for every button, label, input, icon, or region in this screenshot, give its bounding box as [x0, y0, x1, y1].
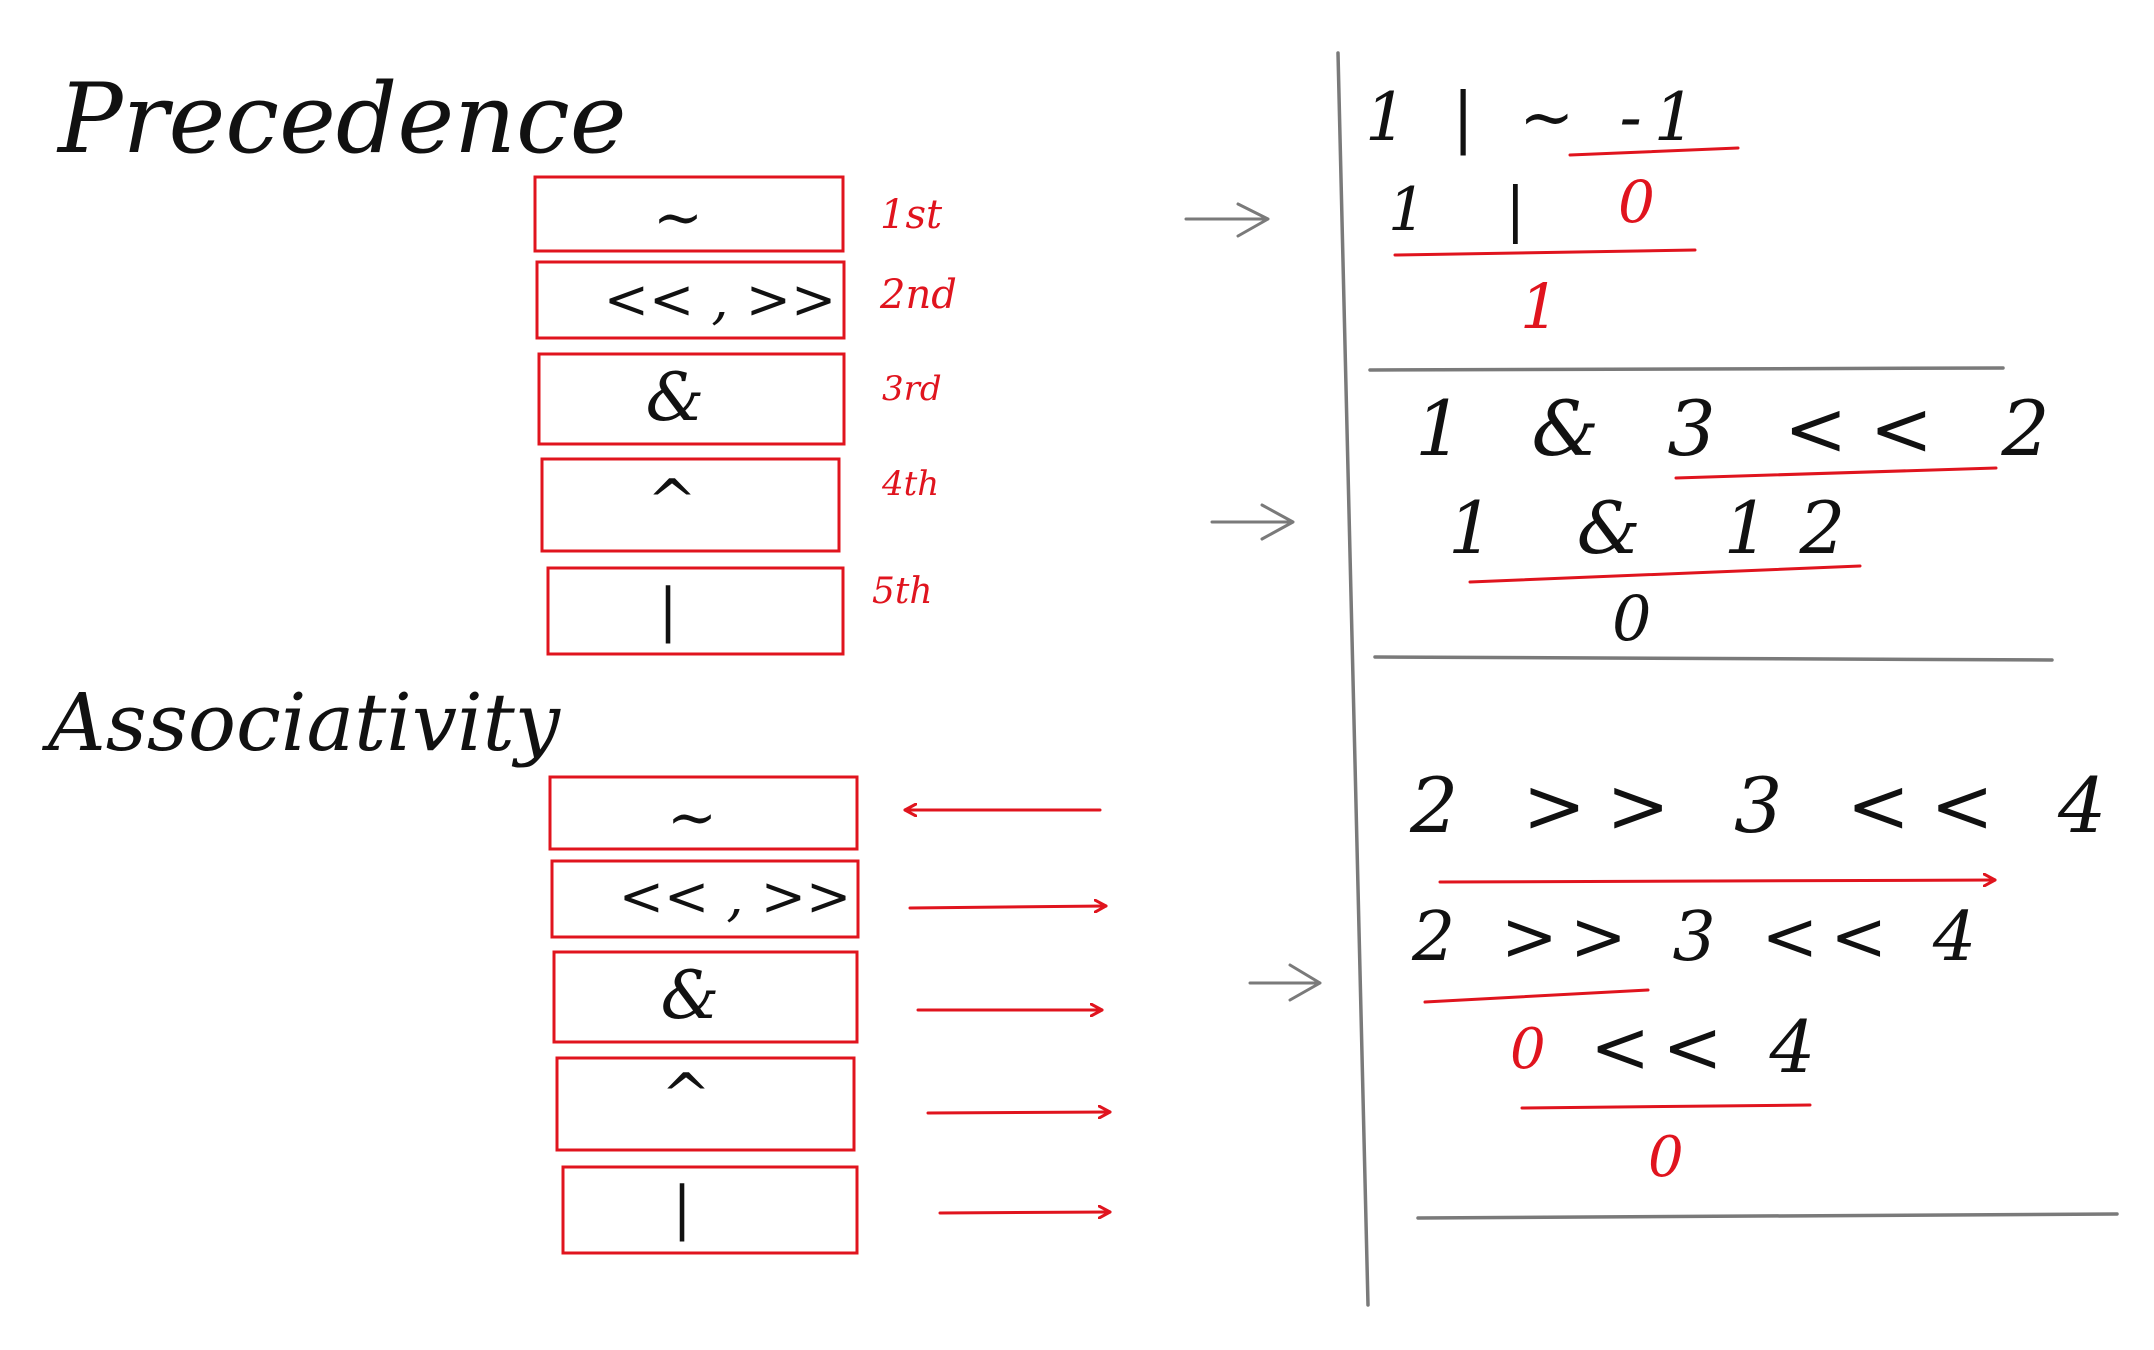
precedence-rank-1: 1st	[880, 192, 943, 238]
precedence-heading: Precedence	[56, 63, 627, 175]
ex1-line3-result: 1	[1520, 270, 1559, 343]
precedence-rank-4: 4th	[881, 464, 939, 504]
associativity-op-4: ^	[661, 1061, 711, 1131]
precedence-op-3: &	[646, 359, 705, 436]
ex2-line3: 0	[1612, 582, 1651, 655]
ex3-line3-rest: << 4	[1590, 1005, 1827, 1089]
associativity-table: ~ << , >> & ^ |	[548, 775, 1112, 1255]
precedence-box-3	[537, 352, 846, 446]
ex2-line1: 1 & 3 << 2	[1415, 384, 2072, 473]
assoc-arrow-left-to-right-1	[908, 906, 1108, 908]
precedence-box-1	[533, 175, 845, 253]
ex3-line3-result: 0	[1510, 1017, 1546, 1082]
associativity-op-3: &	[661, 957, 720, 1034]
ex3-divider	[1416, 1212, 2119, 1220]
associativity-box-2	[550, 859, 860, 939]
ex3-underline-2	[1520, 1103, 1812, 1110]
associativity-op-5: |	[672, 1174, 692, 1242]
ex3-line4-result: 0	[1648, 1125, 1684, 1190]
ex2-divider	[1373, 655, 2054, 662]
ex1-divider	[1368, 366, 2005, 372]
pointer-arrow-1	[1184, 202, 1270, 238]
example-1: 1 | ~ -1 1 | 0 1	[1365, 79, 2005, 372]
precedence-op-4: ^	[647, 467, 697, 537]
precedence-rank-2: 2nd	[879, 272, 957, 318]
associativity-box-1	[548, 775, 859, 851]
ex1-line2-left: 1 |	[1388, 175, 1555, 245]
precedence-box-4	[540, 457, 841, 553]
associativity-box-5	[561, 1165, 859, 1255]
assoc-arrow-left-to-right-3	[926, 1112, 1112, 1113]
vertical-divider	[1336, 51, 1370, 1307]
ex1-line2-result: 0	[1618, 168, 1655, 236]
precedence-op-1: ~	[653, 183, 703, 253]
ex1-underline-1	[1568, 146, 1740, 157]
ex3-line1: 2 >> 3 << 4	[1409, 761, 2126, 850]
precedence-rank-5: 5th	[872, 571, 933, 612]
associativity-op-2: << , >>	[619, 865, 851, 928]
ex2-line2: 1 & 12	[1448, 486, 1875, 570]
associativity-heading: Associativity	[41, 676, 562, 769]
pointer-arrow-3	[1248, 963, 1322, 1002]
precedence-box-5	[546, 566, 845, 656]
pointer-arrow-2	[1210, 503, 1295, 541]
example-3: 2 >> 3 << 4 2 >> 3 << 4 0 << 4 0	[1409, 761, 2126, 1220]
ex1-underline-2	[1393, 248, 1697, 257]
associativity-box-4	[555, 1056, 856, 1152]
ex2-underline-2	[1468, 564, 1862, 584]
precedence-op-2: << , >>	[604, 268, 836, 331]
precedence-box-2	[535, 260, 846, 340]
precedence-table: ~ << , >> & ^ | 1st 2nd 3rd 4th 5th	[533, 175, 957, 656]
ex2-underline-1	[1674, 466, 1998, 480]
ex3-underline-1	[1423, 988, 1650, 1004]
associativity-op-1: ~	[667, 783, 717, 853]
ex1-line1: 1 | ~ -1	[1365, 79, 1708, 156]
ex3-direction-arrow	[1438, 880, 1997, 882]
assoc-arrow-left-to-right-4	[938, 1212, 1112, 1213]
example-2: 1 & 3 << 2 1 & 12 0	[1373, 384, 2072, 662]
associativity-box-3	[552, 950, 859, 1044]
precedence-op-5: |	[658, 576, 678, 644]
ex3-line2: 2 >> 3 << 4	[1411, 898, 1988, 977]
precedence-rank-3: 3rd	[882, 369, 942, 409]
